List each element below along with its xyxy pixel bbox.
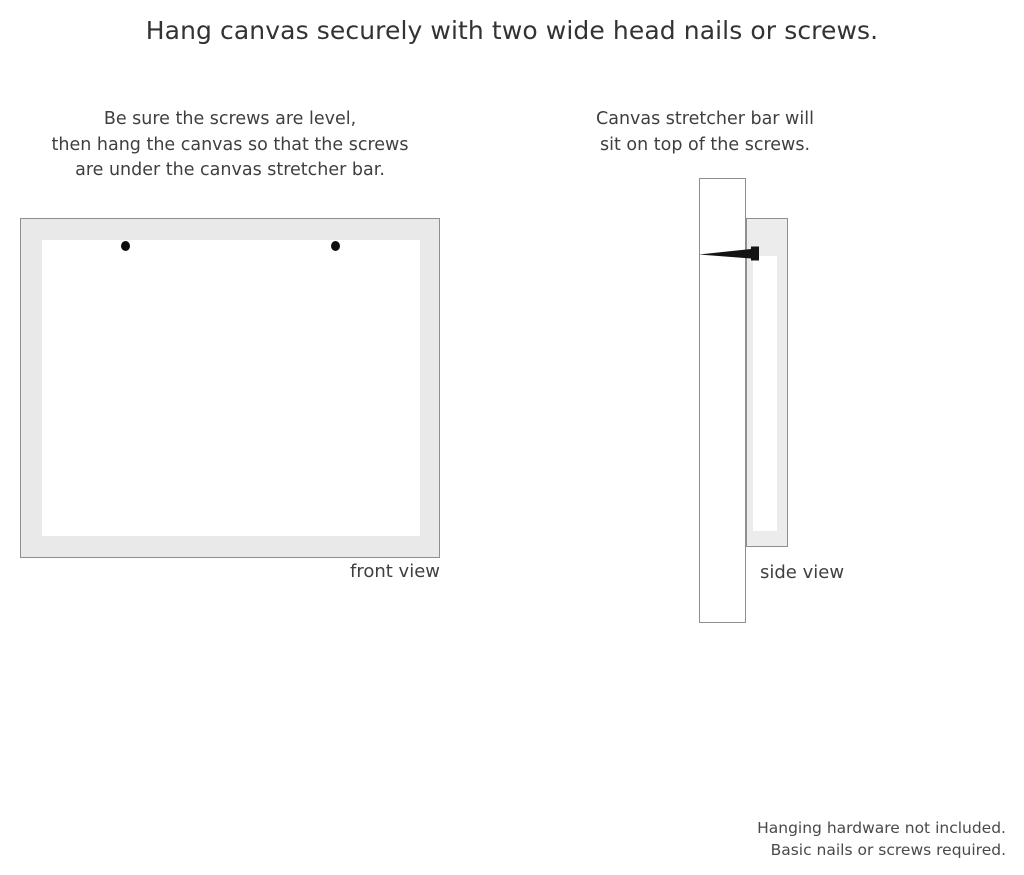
front-view-caption: Be sure the screws are level, then hang … bbox=[20, 107, 440, 184]
page-title: Hang canvas securely with two wide head … bbox=[145, 16, 879, 45]
front-caption-line-1: Be sure the screws are level, bbox=[103, 109, 357, 129]
footnote-line-1: Hanging hardware not included. bbox=[757, 819, 1006, 837]
side-caption-line-2: sit on top of the screws. bbox=[599, 134, 811, 155]
right-screw-icon bbox=[331, 241, 340, 251]
front-view-canvas-frame bbox=[20, 218, 440, 558]
canvas-face-edge bbox=[753, 256, 777, 531]
footnote-line-2: Basic nails or screws required. bbox=[770, 840, 1006, 859]
side-caption-line-1: Canvas stretcher bar will bbox=[596, 109, 814, 129]
side-view-diagram bbox=[699, 178, 849, 624]
side-view-label: side view bbox=[760, 562, 845, 583]
left-screw-icon bbox=[121, 241, 130, 251]
front-view-label: front view bbox=[350, 561, 440, 582]
side-view-caption: Canvas stretcher bar will sit on top of … bbox=[560, 107, 850, 158]
nail-icon bbox=[699, 245, 763, 262]
footnote: Hanging hardware not included. Basic nai… bbox=[757, 818, 1006, 861]
front-view-canvas-face bbox=[42, 240, 420, 536]
front-caption-line-2: then hang the canvas so that the screws bbox=[51, 134, 409, 155]
front-caption-line-3: are under the canvas stretcher bar. bbox=[75, 160, 385, 180]
canvas-stretcher-bar-shape bbox=[746, 218, 788, 547]
